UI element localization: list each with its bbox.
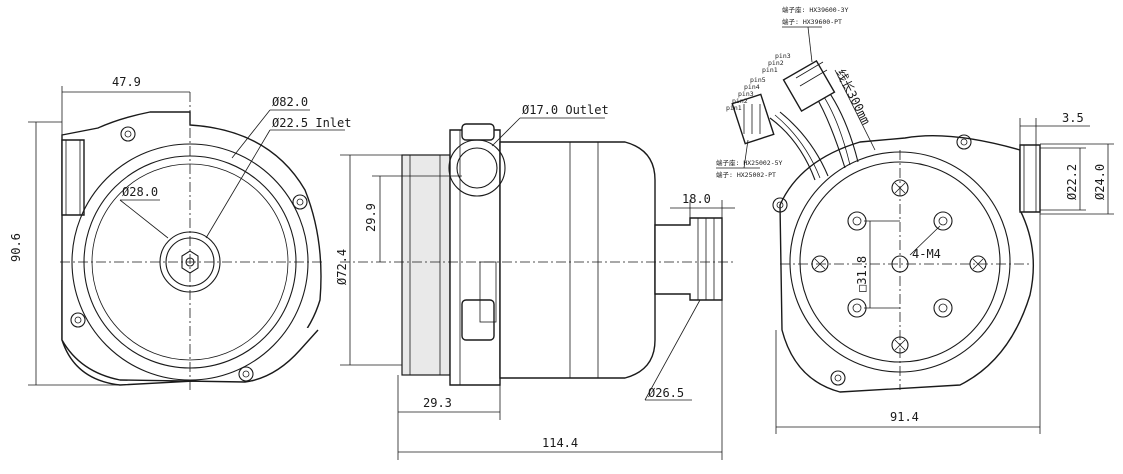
- svg-text:pin3: pin3: [738, 90, 754, 98]
- front-width-dim: 47.9: [112, 75, 141, 89]
- side-body-dia-dim: Ø72.4: [335, 249, 349, 285]
- rear-cable-length-dim: 线长300mm: [833, 67, 873, 127]
- side-offset-dim: 29.3: [423, 396, 452, 410]
- front-view: 47.9 90.6 Ø82.0 Ø22.5 Inlet Ø28.0: [9, 75, 351, 390]
- side-view: Ø17.0 Outlet 29.9 Ø72.4 18.0 Ø26.5 29.3 …: [335, 103, 735, 460]
- svg-text:pin3: pin3: [775, 52, 791, 60]
- rear-width-dim: 91.4: [890, 410, 919, 424]
- front-inlet-dim: Ø22.5 Inlet: [272, 116, 351, 130]
- side-nozzle-dia-dim: Ø26.5: [648, 386, 684, 400]
- svg-text:pin1: pin1: [762, 66, 778, 74]
- connector-top-note-1: 端子座: HX39600-3Y: [782, 5, 849, 14]
- connector-bottom-note-1: 端子座: HX25002-5Y: [716, 158, 783, 167]
- connector-bottom-note-2: 端子: HX25002-PT: [716, 170, 776, 179]
- connector-top-note-2: 端子: HX39600-PT: [782, 17, 842, 26]
- rear-cable-bundle: [769, 79, 859, 181]
- rear-outlet-pipe: [1019, 144, 1041, 213]
- front-inlet-pipe: [61, 139, 85, 216]
- rear-wall-dim: 3.5: [1062, 111, 1084, 125]
- connector-bottom: [731, 93, 775, 145]
- rear-outer-dia-dim: Ø24.0: [1093, 164, 1107, 200]
- svg-text:pin4: pin4: [744, 83, 760, 91]
- side-outlet-dim: Ø17.0 Outlet: [522, 103, 609, 117]
- side-motor-body: [499, 141, 656, 379]
- connector-top: [782, 59, 836, 113]
- side-flange: [401, 154, 451, 376]
- svg-text:pin1: pin1: [726, 104, 742, 112]
- front-hub-dim: Ø28.0: [122, 185, 158, 199]
- side-nozzle-len-dim: 18.0: [682, 192, 711, 206]
- front-height-dim: 90.6: [9, 233, 23, 262]
- front-outer-dia-dim: Ø82.0: [272, 95, 308, 109]
- svg-text:pin5: pin5: [750, 76, 766, 84]
- side-height-dim: 29.9: [364, 203, 378, 232]
- rear-inner-dia-dim: Ø22.2: [1065, 164, 1079, 200]
- rear-view: □31.8 4-M4 pin3 pin2 pin1 pin5 pin4 pin3…: [716, 5, 1114, 434]
- rear-thread-dim: 4-M4: [912, 247, 941, 261]
- rear-square-dim: □31.8: [855, 256, 869, 292]
- side-length-dim: 114.4: [542, 436, 578, 450]
- svg-text:pin2: pin2: [768, 59, 784, 67]
- side-nozzle: [654, 217, 723, 301]
- svg-text:pin2: pin2: [732, 97, 748, 105]
- screw-icon: [70, 126, 308, 382]
